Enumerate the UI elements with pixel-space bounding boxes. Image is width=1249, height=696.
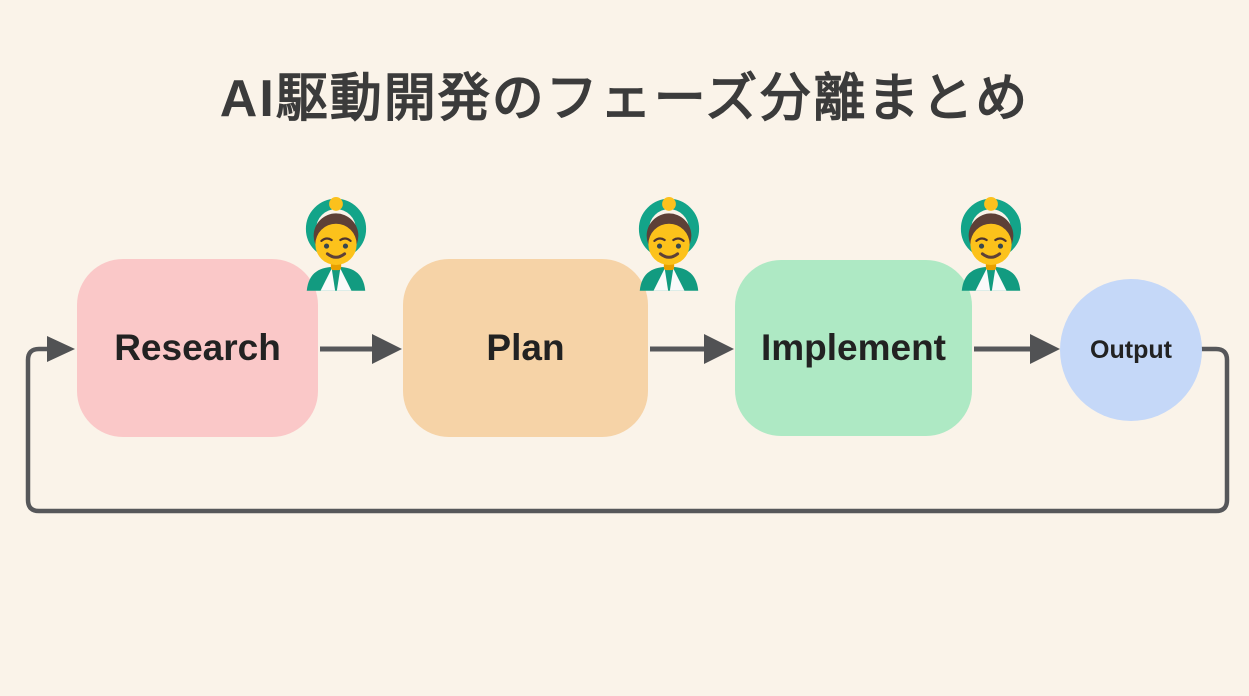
phase-label-implement: Implement: [760, 327, 947, 368]
arrowhead-plan-implement: [704, 334, 734, 364]
phase-label-plan: Plan: [486, 327, 565, 368]
arrowhead-implement-output: [1030, 334, 1060, 364]
arrowhead-loop-to-research: [47, 336, 75, 362]
phase-label-research: Research: [114, 327, 281, 368]
phase-box-research: Research: [77, 259, 318, 437]
output-node: Output: [1060, 279, 1202, 421]
man-gesturing-ok-emoji: [293, 196, 379, 291]
phase-box-plan: Plan: [403, 259, 648, 437]
page-title: AI駆動開発のフェーズ分離まとめ: [219, 70, 1030, 128]
arrowhead-research-plan: [372, 334, 402, 364]
man-gesturing-ok-emoji: [626, 196, 712, 291]
output-label: Output: [1090, 335, 1172, 364]
feedback-loop-line: [25, 346, 1230, 514]
man-gesturing-ok-emoji: [948, 196, 1034, 291]
phase-box-implement: Implement: [735, 260, 972, 436]
